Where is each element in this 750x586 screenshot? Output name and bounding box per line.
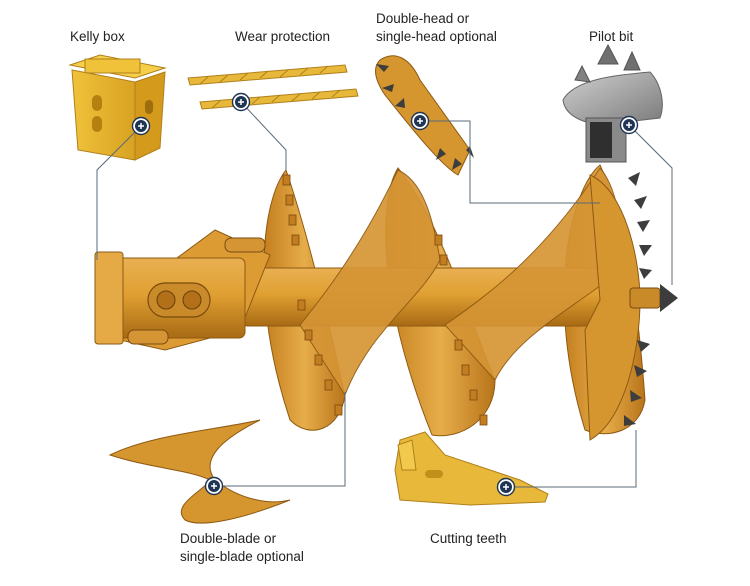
head-teeth — [624, 172, 652, 426]
label-double-blade-line1: Double-blade or — [180, 531, 277, 546]
plus-circle-icon[interactable] — [204, 476, 224, 496]
leader-pilot-bit — [628, 124, 673, 285]
pin-hole-right — [182, 290, 202, 310]
label-pilot-bit: Pilot bit — [589, 29, 634, 44]
drive-collar — [94, 251, 124, 345]
leader-wear-protection — [240, 101, 287, 170]
label-kelly-box: Kelly box — [70, 29, 125, 44]
plus-circle-icon[interactable] — [410, 111, 430, 131]
label-double-blade-line2: single-blade optional — [180, 549, 304, 564]
leader-double-blade — [214, 392, 346, 487]
leader-kelly-box — [96, 125, 142, 260]
wear-protection-part — [187, 64, 359, 110]
kelly-box-part — [68, 54, 167, 161]
side-lug — [127, 329, 169, 345]
hotspots — [131, 92, 639, 497]
double-blade-part — [108, 419, 291, 524]
leader-lines — [96, 101, 673, 488]
label-double-head-line2: single-head optional — [376, 29, 497, 44]
pilot-stem — [629, 287, 661, 309]
plus-circle-icon[interactable] — [231, 92, 251, 112]
plus-circle-icon[interactable] — [131, 116, 151, 136]
label-cutting-teeth: Cutting teeth — [430, 531, 507, 546]
pin-hole-left — [156, 290, 176, 310]
auger-body — [94, 164, 678, 441]
flight-edge-teeth — [282, 174, 488, 426]
leader-double-head — [420, 120, 600, 204]
top-lug — [224, 237, 266, 253]
leader-cutting-teeth — [506, 430, 637, 488]
plus-circle-icon[interactable] — [619, 115, 639, 135]
cutting-teeth-part — [394, 431, 549, 506]
plus-circle-icon[interactable] — [496, 477, 516, 497]
label-wear-protection: Wear protection — [235, 29, 331, 44]
label-double-head-line1: Double-head or — [376, 11, 470, 26]
pilot-bit-part — [562, 43, 663, 163]
pilot-tip — [660, 284, 678, 312]
flight-front-1 — [299, 169, 441, 397]
